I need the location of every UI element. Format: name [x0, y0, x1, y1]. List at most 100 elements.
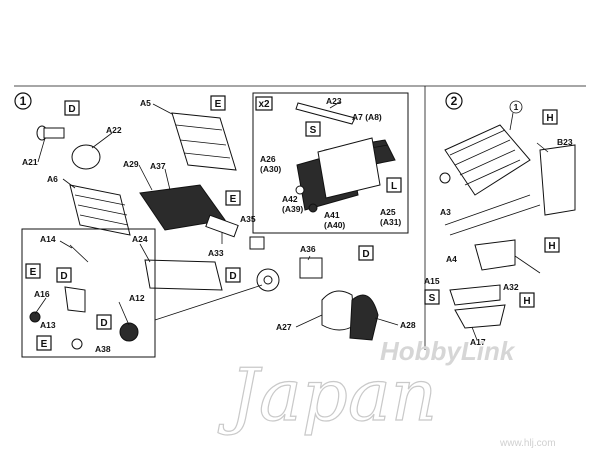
svg-text:H: H: [546, 113, 553, 124]
label-a32: A32: [503, 282, 519, 292]
label-b23: B23: [557, 137, 573, 147]
svg-text:E: E: [30, 267, 37, 278]
label-a33: A33: [208, 248, 224, 258]
part-a16-drawing: [29, 311, 41, 323]
svg-text:D: D: [60, 271, 67, 282]
box-h-1: H: [542, 109, 558, 125]
svg-text:2: 2: [451, 94, 458, 108]
part-a35-drawing: [249, 236, 265, 250]
svg-text:D: D: [229, 271, 236, 282]
box-s-2: S: [424, 289, 440, 305]
part-a38-drawing: [71, 338, 83, 350]
label-a36: A36: [300, 244, 316, 254]
part-b23-drawing: [539, 144, 576, 216]
part-a14-drawing: [69, 244, 89, 263]
label-a41b: (A40): [324, 220, 345, 230]
part-a23-drawing: [295, 102, 356, 125]
label-a35: A35: [240, 214, 256, 224]
label-a28: A28: [400, 320, 416, 330]
svg-text:S: S: [429, 293, 436, 304]
svg-text:www.hlj.com: www.hlj.com: [499, 438, 556, 449]
svg-text:1: 1: [514, 102, 519, 112]
label-a41: A41: [324, 210, 340, 220]
part-a25-drawing: [317, 137, 381, 199]
part-a32-drawing: [474, 239, 516, 271]
svg-text:L: L: [391, 181, 397, 192]
part-a12-drawing: [119, 322, 139, 342]
svg-text:H: H: [523, 296, 530, 307]
part-a21-drawing: [36, 125, 65, 141]
svg-text:E: E: [41, 339, 48, 350]
box-h-3: H: [519, 292, 535, 308]
svg-text:D: D: [362, 249, 369, 260]
box-e-3: E: [25, 263, 41, 279]
part-a33-drawing: [205, 214, 239, 238]
svg-text:Japan: Japan: [217, 353, 437, 437]
part-a42-drawing: [295, 185, 305, 195]
part-pump-drawing: [256, 268, 280, 292]
box-d-3: D: [358, 245, 374, 261]
label-a37: A37: [150, 161, 166, 171]
label-a16: A16: [34, 289, 50, 299]
box-d-4: D: [56, 267, 72, 283]
part-a27-drawing: [321, 290, 356, 331]
box-d-1: D: [64, 100, 80, 116]
label-a38: A38: [95, 344, 111, 354]
label-a26b: (A30): [260, 164, 281, 174]
label-a42: A42: [282, 194, 298, 204]
part-a41-drawing: [308, 203, 318, 213]
svg-text:D: D: [100, 318, 107, 329]
box-l: L: [386, 177, 402, 193]
svg-text:H: H: [548, 241, 555, 252]
label-a17: A17: [470, 337, 486, 347]
svg-text:D: D: [68, 104, 75, 115]
part-a5-drawing: [171, 112, 237, 171]
label-a7: A7 (A8): [352, 112, 382, 122]
label-a29: A29: [123, 159, 139, 169]
svg-text:x2: x2: [258, 99, 270, 110]
label-a24: A24: [132, 234, 148, 244]
box-d-5: D: [96, 314, 112, 330]
box-d-2: D: [225, 267, 241, 283]
label-a15: A15: [424, 276, 440, 286]
label-a27: A27: [276, 322, 292, 332]
engine-ref-marker: 1: [509, 100, 523, 114]
part-a3-drawing: [444, 194, 541, 236]
label-a4: A4: [446, 254, 457, 264]
part-a22-drawing: [71, 144, 101, 170]
svg-text:1: 1: [20, 94, 27, 108]
label-a23: A23: [326, 96, 342, 106]
part-a6-drawing: [69, 184, 131, 236]
engine-assembly-drawing: [439, 124, 531, 196]
label-a12: A12: [129, 293, 145, 303]
step-1-marker: 1: [14, 92, 32, 110]
box-e-4: E: [36, 335, 52, 351]
box-e-1: E: [210, 95, 226, 111]
part-a13-drawing: [64, 286, 86, 313]
step-2-marker: 2: [445, 92, 463, 110]
part-a15-drawing: [449, 284, 501, 306]
label-a21: A21: [22, 157, 38, 167]
label-a25: A25: [380, 207, 396, 217]
label-a6: A6: [47, 174, 58, 184]
lower-inset-frame: [21, 228, 156, 358]
box-h-2: H: [544, 237, 560, 253]
svg-text:E: E: [215, 99, 222, 110]
part-a17-drawing: [454, 304, 506, 329]
watermark: HobbyLink Japan www.hlj.com: [216, 336, 556, 449]
inset-frame: [252, 92, 409, 234]
box-e-2: E: [225, 190, 241, 206]
part-a24-drawing: [144, 259, 223, 291]
label-a22: A22: [106, 125, 122, 135]
label-a42b: (A39): [282, 204, 303, 214]
label-a13: A13: [40, 320, 56, 330]
part-a28-drawing: [349, 294, 379, 341]
box-x2: x2: [255, 96, 273, 111]
label-a5: A5: [140, 98, 151, 108]
part-a29-drawing: [139, 184, 226, 231]
svg-text:S: S: [310, 125, 317, 136]
leader-lines: [34, 101, 549, 341]
label-a3: A3: [440, 207, 451, 217]
box-s-1: S: [305, 121, 321, 137]
